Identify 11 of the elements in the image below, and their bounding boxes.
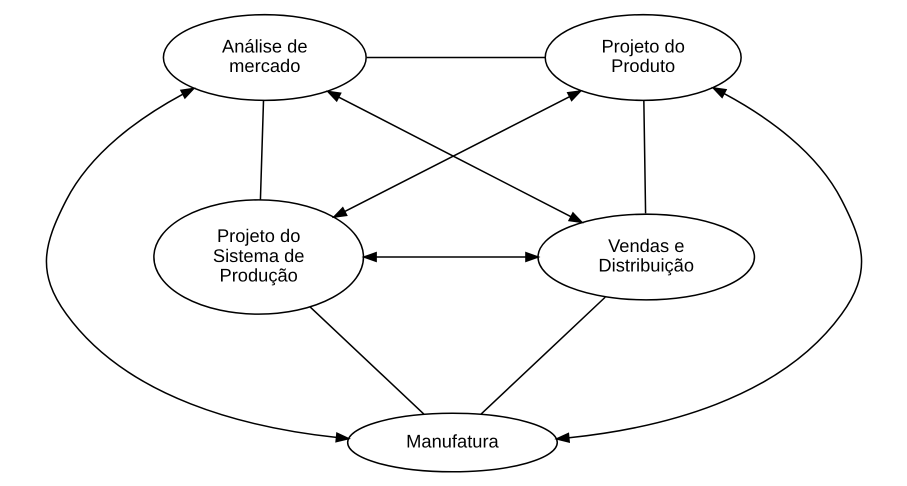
connector (480, 296, 606, 415)
arrow (554, 86, 862, 444)
connector (259, 100, 264, 200)
node-ellipse: Manufatura (346, 412, 558, 473)
node-ellipse: Projeto do Sistema de Produção (152, 199, 364, 315)
connector (309, 306, 424, 415)
arrow (361, 252, 540, 262)
connector (642, 100, 646, 214)
node-ellipse: Vendas e Distribuição (536, 213, 755, 301)
connector (366, 56, 544, 58)
arrow (45, 87, 350, 443)
